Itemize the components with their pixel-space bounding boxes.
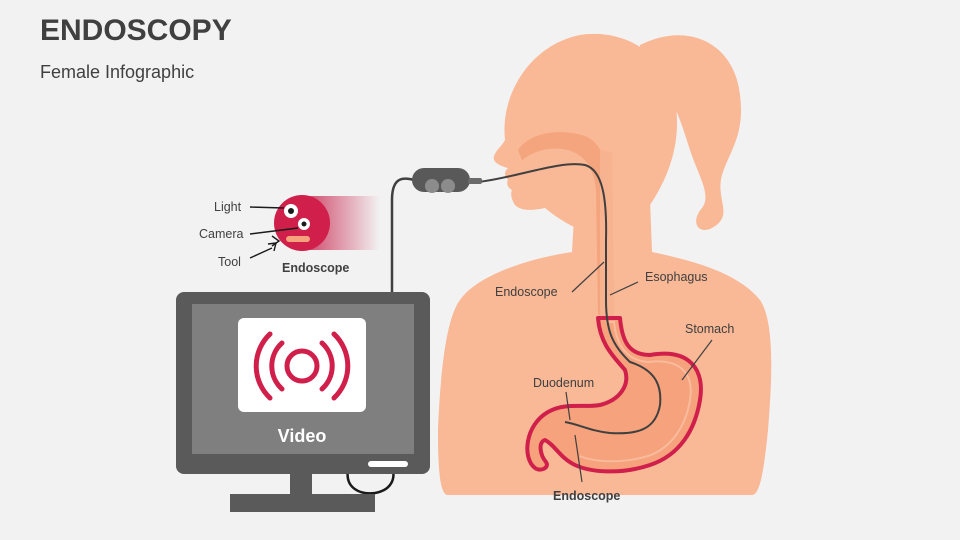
monitor-base	[230, 494, 375, 512]
monitor-power-bar	[368, 461, 408, 467]
camera-label: Camera	[199, 227, 244, 241]
endoscope-tube	[477, 163, 662, 435]
anatomy-leader-lines	[565, 261, 713, 483]
monitor-cable-loop	[346, 465, 395, 495]
video-broadcast-icon	[253, 331, 351, 401]
monitor-stand	[290, 470, 312, 496]
duodenum-label: Duodenum	[533, 376, 594, 390]
stomach-label: Stomach	[685, 322, 734, 336]
slide-subtitle: Female Infographic	[40, 62, 195, 82]
monitor: Video	[176, 292, 430, 512]
endoscope-label: Endoscope	[495, 285, 558, 299]
slide-title: ENDOSCOPY	[40, 14, 232, 47]
endoscope-handpiece	[412, 168, 482, 193]
endoscope-cable	[390, 177, 479, 295]
light-label: Light	[214, 200, 242, 214]
esophagus-label: Esophagus	[645, 270, 708, 284]
stomach-organ	[525, 316, 703, 474]
endoscope-caption: Endoscope	[282, 261, 349, 275]
video-panel	[238, 318, 366, 412]
video-label: Video	[278, 426, 327, 446]
endoscope-tip-callout	[249, 195, 380, 259]
tool-channel	[286, 236, 310, 242]
tool-label: Tool	[218, 255, 241, 269]
endoscope-bottom-label: Endoscope	[553, 489, 620, 503]
